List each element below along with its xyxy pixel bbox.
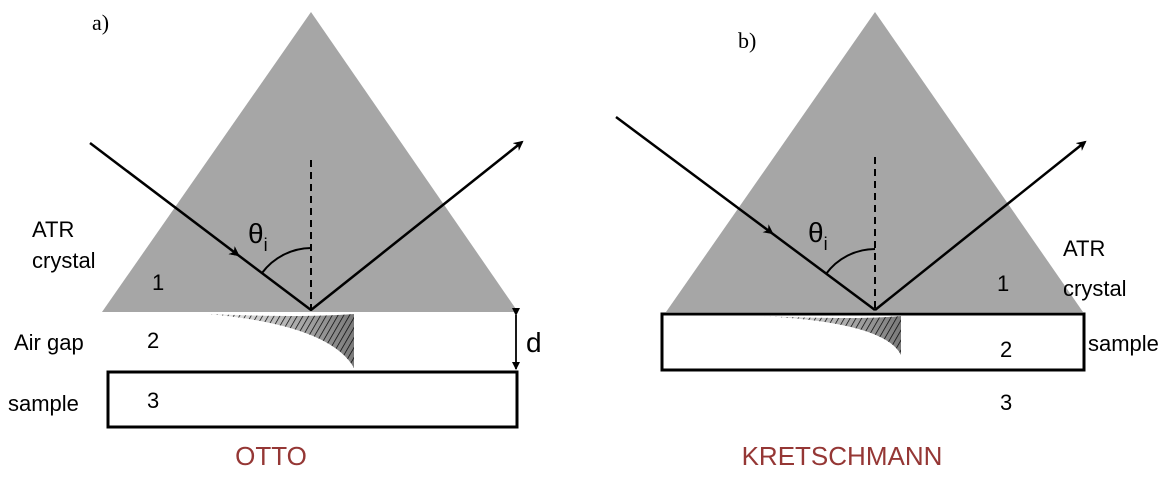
sample-label-a: sample xyxy=(8,391,79,416)
angle-label-b: θi xyxy=(808,217,828,254)
evanescent-field-shade-a xyxy=(208,314,354,368)
layer-1-label-b: 1 xyxy=(997,271,1009,296)
reflected-beam-a xyxy=(310,140,524,311)
layer-3-label-a: 3 xyxy=(147,388,159,413)
crystal-label-b-line2: crystal xyxy=(1063,276,1127,301)
layer-3-label-b: 3 xyxy=(1000,390,1012,415)
evanescent-field-shade-b xyxy=(760,316,901,355)
layer-2-label-a: 2 xyxy=(147,328,159,353)
sample-layer-a xyxy=(106,370,519,429)
sample-label-b: sample xyxy=(1088,331,1159,356)
layer-1-label-a: 1 xyxy=(152,270,164,295)
incident-beam-a xyxy=(89,142,239,256)
kretschmann-configuration-label: KRETSCHMANN xyxy=(742,441,943,471)
crystal-label-a-line1: ATR xyxy=(32,217,74,242)
air-gap-label: Air gap xyxy=(14,330,84,355)
gap-distance-label: d xyxy=(526,327,542,358)
layer-2-label-b: 2 xyxy=(1000,337,1012,362)
incident-beam-a-tail xyxy=(228,246,312,311)
crystal-label-b-line1: ATR xyxy=(1063,236,1105,261)
panel-b-label: b) xyxy=(738,28,756,53)
crystal-label-a-line2: crystal xyxy=(32,248,96,273)
panel-a-otto: a) θi ATR crystal 1 2 3 Air gap sample d… xyxy=(8,10,542,471)
incidence-angle-arc-b xyxy=(825,248,876,275)
incidence-angle-arc-a xyxy=(261,247,312,274)
panel-b-kretschmann: b) θi ATR crystal 1 2 3 sample KRETSCHMA… xyxy=(615,12,1159,471)
incident-beam-b xyxy=(615,115,876,312)
angle-label-a: θi xyxy=(248,218,268,255)
reflected-beam-b xyxy=(874,140,1087,311)
otto-configuration-label: OTTO xyxy=(235,441,307,471)
panel-a-label: a) xyxy=(92,10,109,35)
